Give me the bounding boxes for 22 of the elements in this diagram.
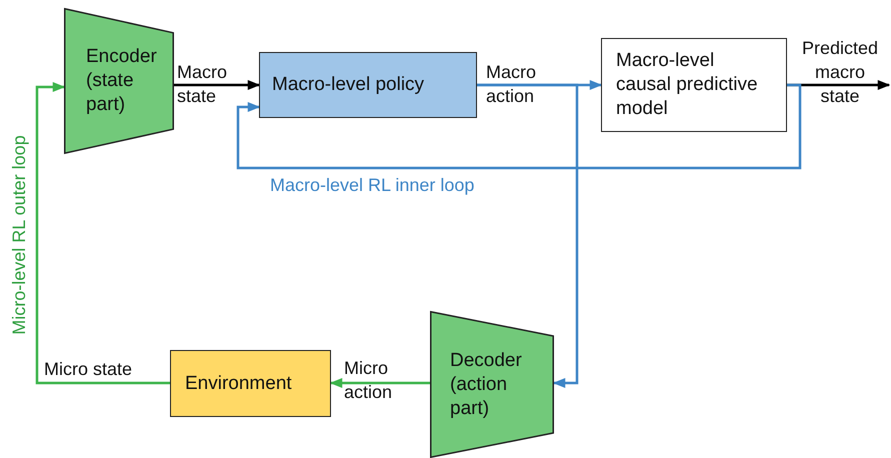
edge-label: Micro action — [344, 357, 394, 404]
encoder-trapezoid — [64, 8, 174, 154]
node-label: Macro-level causal predictive model — [616, 49, 759, 121]
arrow — [174, 80, 260, 90]
edge-label: Macro state — [177, 61, 228, 108]
arrow — [477, 84, 578, 388]
process-box — [170, 350, 331, 417]
process-box — [601, 38, 787, 132]
arrow — [330, 378, 430, 388]
arrow — [36, 82, 170, 384]
edge-label: Macro-level RL inner loop — [270, 174, 476, 197]
node-label: Encoder (state part) — [86, 45, 158, 117]
edge-label: Macro action — [486, 61, 538, 108]
edge-label: Predicted macro state — [800, 37, 880, 108]
loop-label: Micro-level RL outer loop — [8, 135, 30, 335]
process-box — [259, 52, 477, 118]
arrow — [236, 84, 802, 170]
node-label: Decoder (action part) — [450, 348, 523, 420]
node-label: Macro-level policy — [272, 73, 424, 97]
node-label: Environment — [185, 372, 292, 396]
edge-label: Micro state — [44, 358, 134, 381]
decoder-trapezoid — [430, 311, 554, 458]
